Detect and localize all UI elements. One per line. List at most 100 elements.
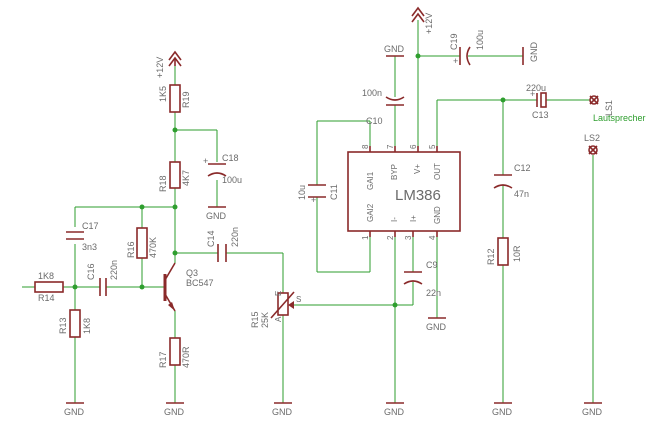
capacitor-c17: C17 3n3 bbox=[66, 221, 99, 252]
gnd-c10: GND bbox=[384, 44, 405, 57]
resistor-r12: R12 10R bbox=[486, 237, 522, 266]
c13-name: C13 bbox=[532, 110, 549, 120]
c10-value: 100n bbox=[362, 88, 382, 98]
c14-value: 220n bbox=[230, 227, 240, 247]
capacitor-c18: + C18 100u bbox=[203, 153, 242, 185]
c12-value: 47n bbox=[514, 189, 529, 199]
ic-pin-number-8: 8 bbox=[361, 144, 370, 149]
gnd-r15: GND bbox=[272, 402, 293, 417]
c14-name: C14 bbox=[206, 230, 216, 247]
ls1-name: LS1 bbox=[604, 100, 614, 116]
ic-pin-number-4: 4 bbox=[428, 235, 437, 240]
c17-name: C17 bbox=[82, 221, 99, 231]
resistor-r19: 1K5 R19 bbox=[158, 84, 191, 113]
svg-text:+: + bbox=[203, 156, 208, 166]
ic-pin-number-1: 1 bbox=[361, 235, 370, 240]
speaker-ls1: LS1 Lautsprecher bbox=[589, 95, 646, 123]
r19-value: 1K5 bbox=[158, 86, 168, 102]
r15-pin-a: A bbox=[274, 316, 283, 322]
capacitor-c13: + 220u C13 bbox=[526, 83, 549, 120]
c10-name: C10 bbox=[366, 116, 383, 126]
ic-pin-number-6: 6 bbox=[409, 144, 418, 149]
q3-value: BC547 bbox=[186, 278, 214, 288]
gnd-ic-pin4: GND bbox=[426, 317, 447, 332]
c16-value: 220n bbox=[109, 260, 119, 280]
r18-name: R18 bbox=[158, 175, 168, 192]
svg-text:GND: GND bbox=[529, 42, 539, 63]
c9-name: C9 bbox=[426, 260, 438, 270]
capacitor-c10: 100n C10 bbox=[362, 88, 405, 126]
svg-text:GND: GND bbox=[272, 407, 293, 417]
ic-pin-number-5: 5 bbox=[428, 144, 437, 149]
r13-value: 1K8 bbox=[82, 318, 92, 334]
gnd-r12: GND bbox=[492, 402, 513, 417]
vcc-right-label: +12V bbox=[424, 13, 434, 34]
gnd-r17: GND bbox=[164, 402, 185, 417]
svg-text:GND: GND bbox=[492, 407, 513, 417]
ls2-name: LS2 bbox=[584, 133, 600, 143]
ic-pin-vplus: V+ bbox=[413, 164, 422, 174]
r19-name: R19 bbox=[181, 91, 191, 108]
gnd-symbols: GND GND GND GND GND GND GND GND bbox=[64, 42, 603, 418]
ic-lm386: LM386 GAI1 GAI2 BYP V+ OUT I- I+ GND 8 7… bbox=[347, 144, 461, 240]
ic-pin-number-3: 3 bbox=[404, 235, 413, 240]
resistor-r17: R17 470R bbox=[158, 337, 191, 368]
r18-value: 4K7 bbox=[181, 170, 191, 186]
r17-name: R17 bbox=[158, 351, 168, 368]
r16-value: 470K bbox=[148, 237, 158, 258]
c9-value: 22n bbox=[426, 288, 441, 298]
r14-value: 1K8 bbox=[38, 271, 54, 281]
resistor-r18: R18 4K7 bbox=[158, 161, 191, 192]
wires bbox=[22, 20, 594, 403]
gnd-ic-pin2: GND bbox=[384, 402, 405, 417]
svg-text:GND: GND bbox=[64, 407, 85, 417]
gnd-r13: GND bbox=[64, 402, 85, 417]
ic-pin-number-7: 7 bbox=[386, 144, 395, 149]
ls1-label: Lautsprecher bbox=[593, 113, 646, 123]
resistor-r16: R16 470K bbox=[126, 227, 158, 259]
c18-value: 100u bbox=[222, 175, 242, 185]
ic-pin-inplus: I+ bbox=[409, 215, 418, 222]
r12-name: R12 bbox=[486, 248, 496, 265]
c19-name: C19 bbox=[449, 33, 459, 50]
ic-value: LM386 bbox=[395, 187, 441, 204]
svg-text:GND: GND bbox=[426, 322, 447, 332]
speaker-ls2: LS2 bbox=[584, 133, 600, 155]
ic-pin-gnd: GND bbox=[433, 206, 442, 224]
svg-text:GND: GND bbox=[384, 407, 405, 417]
vcc-right: +12V bbox=[411, 6, 434, 34]
ic-pin-byp: BYP bbox=[390, 164, 399, 180]
vcc-left-label: +12V bbox=[155, 57, 165, 78]
svg-text:+: + bbox=[530, 89, 535, 99]
svg-text:GND: GND bbox=[164, 407, 185, 417]
junctions bbox=[72, 53, 506, 308]
r12-value: 10R bbox=[512, 245, 522, 262]
svg-text:GND: GND bbox=[582, 407, 603, 417]
c11-name: C11 bbox=[329, 184, 339, 200]
svg-text:+: + bbox=[453, 56, 458, 66]
r15-value: 25K bbox=[260, 312, 270, 328]
r14-name: R14 bbox=[38, 293, 55, 303]
r13-name: R13 bbox=[58, 317, 68, 334]
gnd-ls2: GND bbox=[582, 402, 603, 417]
vcc-left: +12V bbox=[155, 50, 182, 78]
ic-pin-gai2: GAI2 bbox=[366, 203, 375, 222]
r17-value: 470R bbox=[181, 346, 191, 368]
capacitor-c19: + C19 100u bbox=[449, 30, 485, 66]
c11-value: 10u bbox=[297, 185, 307, 200]
capacitor-c11: + 10u C11 bbox=[297, 184, 339, 205]
capacitor-c16: C16 220n bbox=[86, 260, 119, 296]
r15-pin-s: S bbox=[296, 295, 301, 304]
resistor-r13: R13 1K8 bbox=[58, 309, 92, 338]
r15-name: R15 bbox=[250, 311, 260, 328]
r16-name: R16 bbox=[126, 241, 136, 258]
capacitor-c9: C9 22n bbox=[403, 260, 441, 298]
c19-value: 100u bbox=[475, 30, 485, 50]
ic-pin-number-2: 2 bbox=[386, 235, 395, 240]
svg-text:+: + bbox=[311, 195, 316, 205]
q3-name: Q3 bbox=[186, 268, 198, 278]
ic-pin-out: OUT bbox=[433, 163, 442, 180]
c17-value: 3n3 bbox=[82, 242, 97, 252]
potentiometer-r15: R15 25K E A S bbox=[250, 291, 301, 328]
